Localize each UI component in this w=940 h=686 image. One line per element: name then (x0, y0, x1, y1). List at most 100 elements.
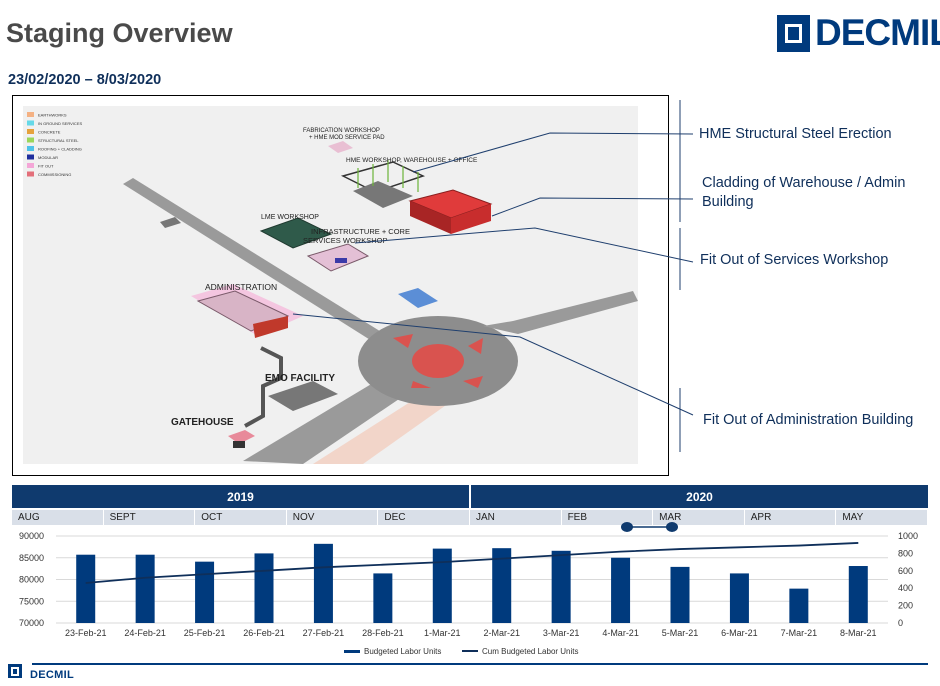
y-left-tick: 75000 (19, 596, 44, 606)
footer-logo-text: DECMIL (30, 669, 74, 681)
y-right-tick: 800 (898, 548, 913, 558)
x-tick-label: 6-Mar-21 (721, 628, 758, 638)
legend-label: STRUCTURAL STEEL (38, 138, 79, 143)
legend-swatch (27, 163, 34, 168)
roundabout-splitter (411, 381, 431, 388)
y-left-tick: 80000 (19, 575, 44, 585)
bar-28-Feb-21 (373, 573, 393, 623)
legend-label: EARTHWORKS (38, 113, 67, 118)
y-left-tick: 90000 (19, 531, 44, 541)
month-mar: MAR (653, 510, 745, 525)
label-infrastructure: INFRASTRUCTURE + CORE (311, 227, 410, 236)
legend-label: COMMISSIONING (38, 172, 71, 177)
legend-label: FIT OUT (38, 164, 54, 169)
month-feb: FEB (561, 510, 654, 525)
bar-23-Feb-21 (76, 554, 96, 623)
legend-label: MODULAR (38, 155, 58, 160)
bar-3-Mar-21 (551, 550, 571, 623)
month-aug: AUG (12, 510, 104, 525)
month-apr: APR (744, 510, 837, 525)
emo-facility (268, 381, 338, 411)
hme-slab (353, 181, 413, 208)
legend-swatch (27, 137, 34, 143)
legend-label: ROOFING + CLADDING (38, 147, 82, 152)
x-tick-label: 7-Mar-21 (781, 628, 818, 638)
period-start-marker (621, 522, 633, 532)
y-left-tick: 70000 (19, 618, 44, 628)
label-emo: EMO FACILITY (265, 373, 335, 384)
x-tick-label: 28-Feb-21 (362, 628, 404, 638)
roundabout-splitter (468, 338, 483, 354)
month-sept: SEPT (103, 510, 196, 525)
date-range: 23/02/2020 – 8/03/2020 (8, 72, 162, 88)
callout-hme-steel (412, 132, 694, 173)
x-tick-label: 2-Mar-21 (483, 628, 520, 638)
x-tick-label: 5-Mar-21 (662, 628, 699, 638)
annotation-services: Fit Out of Services Workshop (700, 252, 889, 268)
y-right-tick: 200 (898, 601, 913, 611)
y-right-tick: 600 (898, 566, 913, 576)
label-fabrication: FABRICATION WORKSHOP (303, 128, 380, 134)
month-nov: NOV (286, 510, 379, 525)
logo-text: DECMIL (815, 12, 940, 53)
annotation-cladding-line2: Building (702, 194, 754, 210)
x-tick-label: 27-Feb-21 (303, 628, 345, 638)
east-road (483, 291, 638, 334)
y-right-tick: 400 (898, 583, 913, 593)
roundabout-splitter (393, 334, 413, 348)
legend-bar-swatch (344, 650, 360, 653)
x-tick-label: 1-Mar-21 (424, 628, 461, 638)
month-oct: OCT (195, 510, 287, 525)
x-tick-label: 23-Feb-21 (65, 628, 107, 638)
label-lme: LME WORKSHOP (261, 214, 319, 221)
bar-6-Mar-21 (729, 573, 749, 623)
services-modular (335, 258, 347, 263)
gatehouse-vehicle (233, 441, 245, 448)
decmil-logo: DECMIL (777, 12, 940, 53)
legend-swatch (27, 146, 34, 151)
legend-label: IN GROUND SERVICES (38, 121, 82, 126)
legend-swatch (27, 112, 34, 117)
annotation-cladding: Cladding of Warehouse / Admin (702, 175, 906, 191)
x-tick-label: 8-Mar-21 (840, 628, 877, 638)
gatehouse-building (228, 430, 255, 444)
roundabout-splitter (463, 376, 483, 388)
x-tick-label: 25-Feb-21 (184, 628, 226, 638)
label-services: SERVICES WORKSHOP (303, 236, 387, 245)
laydown-area (160, 217, 181, 228)
bar-8-Mar-21 (848, 566, 868, 623)
x-tick-label: 4-Mar-21 (602, 628, 639, 638)
hme-warehouse-side (451, 204, 491, 234)
callout-cladding (491, 197, 694, 217)
administration-cladding (253, 316, 288, 338)
hme-structural-steel (357, 160, 419, 192)
month-dec: DEC (378, 510, 470, 525)
services-workshop (306, 243, 370, 272)
legend-swatch (27, 154, 34, 160)
lme-workshop (259, 217, 333, 249)
legend-swatch (27, 120, 34, 126)
annotation-hme-steel: HME Structural Steel Erection (699, 126, 892, 142)
label-administration: ADMINISTRATION (205, 282, 277, 292)
legend-bar-label: Budgeted Labor Units (364, 647, 441, 656)
x-tick-label: 24-Feb-21 (124, 628, 166, 638)
legend-swatch (27, 129, 34, 134)
bar-27-Feb-21 (313, 543, 333, 623)
render-background (23, 106, 638, 464)
logo-mark-icon (777, 14, 810, 52)
bar-1-Mar-21 (432, 548, 452, 623)
month-jan: JAN (469, 510, 562, 525)
roundabout-island (412, 344, 464, 378)
cum-labor-line (85, 542, 859, 584)
x-tick-label: 3-Mar-21 (543, 628, 580, 638)
phase-legend: EARTHWORKS IN GROUND SERVICES CONCRETE STRU… (27, 112, 82, 177)
legend-label: CONCRETE (38, 130, 61, 135)
fabrication-workshop (328, 141, 353, 153)
chart-svg: 9000085000800007500070000100080060040020… (19, 531, 918, 656)
y-left-tick: 85000 (19, 553, 44, 563)
modular-units (398, 288, 438, 308)
hme-warehouse-front (410, 201, 451, 234)
